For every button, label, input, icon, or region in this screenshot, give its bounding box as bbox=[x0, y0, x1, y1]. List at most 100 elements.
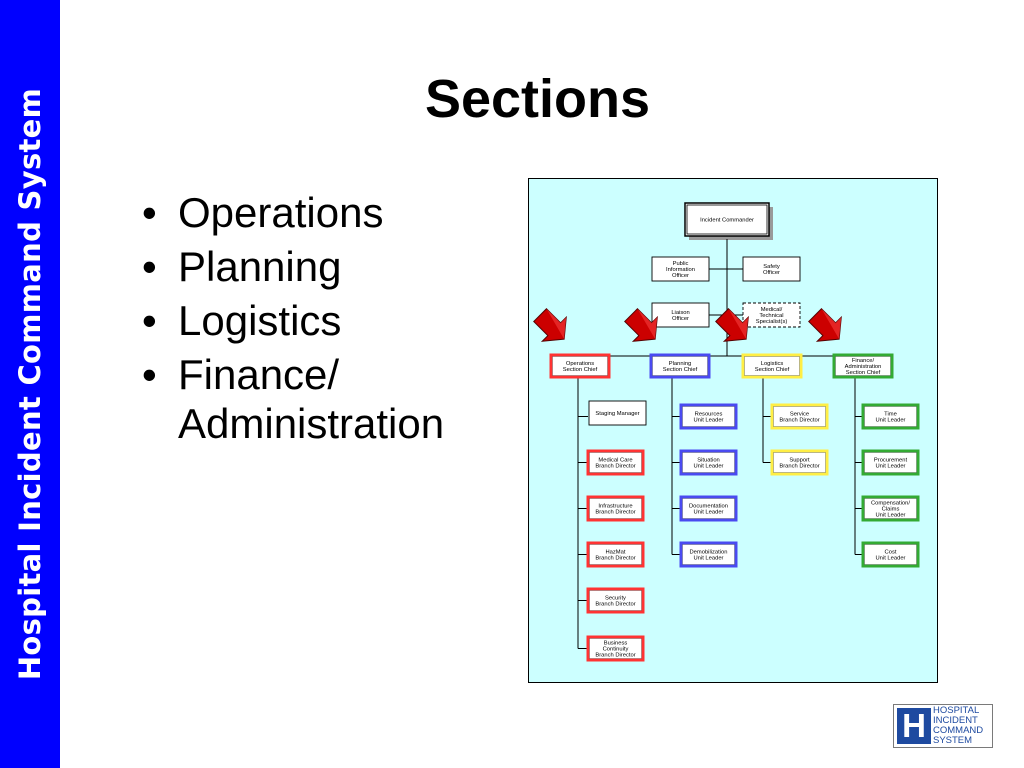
box-inner-border bbox=[682, 498, 735, 519]
section-arrow bbox=[624, 308, 658, 342]
box-inner-border bbox=[864, 544, 917, 565]
box-inner-border bbox=[682, 406, 735, 427]
logistics-unit-label: Service bbox=[790, 411, 809, 417]
planning-unit-label: Demobilization bbox=[689, 549, 727, 555]
finance-unit-label: Unit Leader bbox=[876, 556, 906, 562]
box-inner-border bbox=[589, 498, 642, 519]
box-inner-border bbox=[589, 544, 642, 565]
section-arrow bbox=[715, 308, 749, 342]
box-inner-border bbox=[744, 356, 800, 376]
planning-section-chief-label: Section Chief bbox=[663, 367, 698, 373]
planning-unit-box bbox=[679, 403, 738, 430]
logo-word: HOSPITAL bbox=[933, 705, 980, 716]
operations-unit-box bbox=[586, 541, 645, 568]
medtech-officer-label: Medical/ bbox=[761, 307, 783, 313]
arrow-highlight bbox=[821, 308, 842, 340]
bullet-list: Operations Planning Logistics Finance/ A… bbox=[140, 186, 444, 446]
logo-words: HOSPITAL INCIDENT COMMAND SYSTEM bbox=[933, 706, 983, 746]
org-chart-svg: Incident CommanderPublicInformationOffic… bbox=[533, 202, 920, 662]
logistics-unit-label: Branch Director bbox=[779, 418, 819, 424]
logo-word: INCIDENT bbox=[933, 715, 978, 726]
staging-manager-label: Staging Manager bbox=[595, 411, 639, 417]
finance-unit-label: Compensation/ bbox=[871, 500, 910, 506]
operations-section-chief-label: Operations bbox=[566, 361, 594, 367]
planning-unit-label: Unit Leader bbox=[694, 556, 724, 562]
finance-unit-label: Claims bbox=[882, 507, 900, 513]
operations-unit-label: Branch Director bbox=[595, 510, 635, 516]
planning-unit-label: Unit Leader bbox=[694, 464, 724, 470]
operations-unit-label: Branch Director bbox=[595, 464, 635, 470]
operations-unit-label: Branch Director bbox=[595, 653, 635, 659]
operations-unit-label: Infrastructure bbox=[598, 503, 632, 509]
planning-section-chief-box bbox=[649, 353, 711, 379]
pio-officer-label: Officer bbox=[672, 273, 689, 279]
arrow-shape bbox=[808, 308, 842, 342]
box-inner-border bbox=[686, 204, 768, 235]
liaison-officer-box bbox=[651, 302, 710, 328]
box-inner-border bbox=[835, 356, 891, 376]
staging-manager-box bbox=[588, 400, 647, 426]
bullet-line: Administration bbox=[178, 400, 445, 447]
planning-unit-box bbox=[679, 449, 738, 476]
finance-unit-label: Time bbox=[884, 411, 897, 417]
sidebar: Hospital Incident Command System bbox=[0, 0, 60, 768]
logistics-unit-label: Support bbox=[789, 457, 810, 463]
arrow-highlight bbox=[546, 308, 567, 340]
operations-unit-label: Security bbox=[605, 595, 626, 601]
logo-word: COMMAND bbox=[933, 725, 984, 736]
operations-section-chief-label: Section Chief bbox=[563, 367, 598, 373]
operations-unit-label: Business bbox=[604, 640, 628, 646]
operations-unit-label: Medical Care bbox=[598, 457, 632, 463]
logistics-unit-box bbox=[770, 403, 829, 430]
finance-unit-box bbox=[861, 541, 920, 568]
logistics-section-chief-label: Section Chief bbox=[755, 367, 790, 373]
logistics-section-chief-box bbox=[741, 353, 803, 379]
logo-word: SYSTEM bbox=[933, 735, 973, 746]
bullet-line: Finance/ bbox=[178, 351, 340, 398]
finance-unit-label: Unit Leader bbox=[876, 513, 906, 519]
slide-title: Sections bbox=[424, 69, 651, 129]
liaison-officer-label: Officer bbox=[672, 316, 689, 322]
finance-section-chief-label: Administration bbox=[845, 364, 882, 370]
box-inner-border bbox=[682, 544, 735, 565]
arrow-highlight bbox=[637, 308, 658, 340]
liaison-officer-label: Liaison bbox=[671, 310, 689, 316]
arrow-shape bbox=[533, 308, 567, 342]
pio-officer-label: Information bbox=[666, 267, 695, 273]
bullet-item: Operations bbox=[140, 186, 444, 240]
box-inner-border bbox=[589, 638, 642, 659]
section-arrow bbox=[533, 308, 567, 342]
box-inner-border bbox=[552, 356, 608, 376]
bullet-item: Planning bbox=[140, 240, 444, 294]
bullet-item: Logistics bbox=[140, 294, 444, 348]
finance-unit-box bbox=[861, 495, 920, 522]
box-inner-border bbox=[773, 452, 826, 473]
planning-unit-label: Documentation bbox=[689, 503, 728, 509]
incident-commander-box bbox=[684, 202, 770, 237]
planning-unit-box bbox=[679, 541, 738, 568]
logo-letter: H bbox=[897, 708, 931, 744]
operations-unit-box bbox=[586, 449, 645, 476]
planning-unit-label: Unit Leader bbox=[694, 418, 724, 424]
operations-unit-label: HazMat bbox=[606, 549, 626, 555]
finance-unit-box bbox=[861, 403, 920, 430]
box-inner-border bbox=[589, 452, 642, 473]
planning-unit-label: Unit Leader bbox=[694, 510, 724, 516]
planning-unit-label: Situation bbox=[697, 457, 720, 463]
safety-officer-label: Safety bbox=[763, 264, 780, 270]
box-inner-border bbox=[682, 452, 735, 473]
operations-unit-box bbox=[586, 587, 645, 614]
finance-unit-label: Unit Leader bbox=[876, 464, 906, 470]
logistics-unit-box bbox=[770, 449, 829, 476]
planning-unit-box bbox=[679, 495, 738, 522]
sidebar-title: Hospital Incident Command System bbox=[13, 87, 47, 681]
operations-unit-label: Branch Director bbox=[595, 556, 635, 562]
hics-logo: H HOSPITAL INCIDENT COMMAND SYSTEM bbox=[893, 704, 993, 748]
operations-unit-label: Branch Director bbox=[595, 602, 635, 608]
logistics-unit-label: Branch Director bbox=[779, 464, 819, 470]
box-inner-border bbox=[589, 590, 642, 611]
incident-commander-label: Incident Commander bbox=[700, 218, 754, 224]
finance-section-chief-label: Section Chief bbox=[846, 370, 881, 376]
pio-officer-box bbox=[651, 256, 710, 282]
